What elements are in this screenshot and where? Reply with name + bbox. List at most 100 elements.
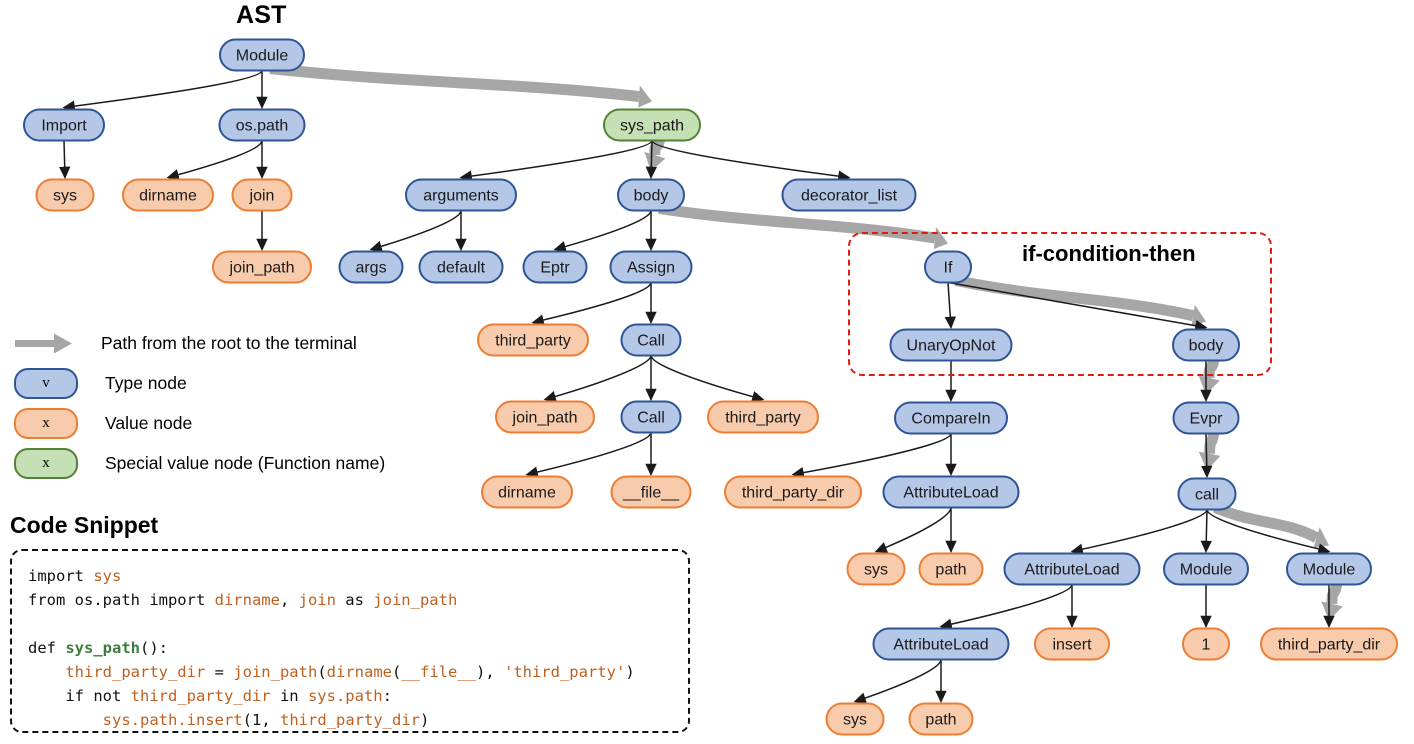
tree-edge (791, 433, 952, 479)
node-shape (872, 627, 1010, 661)
node-shape (707, 400, 819, 434)
tree-node-evpr[interactable]: Evpr (1172, 401, 1240, 435)
tree-node-module2[interactable]: Module (1163, 552, 1249, 586)
tree-node-dirname2[interactable]: dirname (481, 475, 573, 509)
tree-node-insert[interactable]: insert (1034, 627, 1110, 661)
node-shape (477, 323, 589, 357)
tree-node-if[interactable]: If (924, 250, 972, 284)
tree-node-body1[interactable]: body (617, 178, 685, 212)
tree-node-module3[interactable]: Module (1286, 552, 1372, 586)
node-label: dirname (498, 485, 556, 502)
path-highlight-head (1313, 527, 1329, 549)
legend-chip-value: x (14, 407, 78, 439)
node-label: sys_path (620, 118, 684, 135)
node-shape (231, 178, 293, 212)
tree-node-file[interactable]: __file__ (610, 475, 692, 509)
tree-node-attrload1[interactable]: AttributeLoad (882, 475, 1020, 509)
tree-node-callnode[interactable]: call (1177, 477, 1237, 511)
tree-node-dirname1[interactable]: dirname (122, 178, 214, 212)
tree-node-comparein[interactable]: CompareIn (894, 401, 1008, 435)
node-shape (1172, 401, 1240, 435)
tree-node-path3[interactable]: path (908, 702, 974, 736)
code-snippet-box: import sys from os.path import dirname, … (10, 549, 690, 733)
tree-edge (1070, 509, 1208, 555)
node-shape (23, 108, 105, 142)
node-shape (1286, 552, 1372, 586)
tree-node-assign[interactable]: Assign (609, 250, 693, 284)
tree-edge (543, 355, 652, 402)
node-shape (1034, 627, 1110, 661)
node-label: args (355, 260, 386, 277)
edge-layer (59, 70, 1335, 704)
node-shape (1172, 328, 1240, 362)
legend-row-path: Path from the root to the terminal (14, 323, 474, 363)
tree-node-joinpath2[interactable]: join_path (495, 400, 595, 434)
tree-node-one[interactable]: 1 (1182, 627, 1230, 661)
node-label: body (634, 188, 669, 205)
tree-node-thirdpartydir2[interactable]: third_party_dir (1260, 627, 1398, 661)
node-shape (889, 328, 1013, 362)
code-token: dirname (214, 591, 280, 609)
legend-label: Special value node (Function name) (105, 452, 386, 473)
node-shape (481, 475, 573, 509)
code-token: join_path (373, 591, 458, 609)
tree-edge (166, 140, 263, 181)
code-token: (): (139, 639, 168, 657)
tree-node-attrload3[interactable]: AttributeLoad (872, 627, 1010, 661)
legend-label: Type node (105, 372, 187, 393)
tree-node-arguments[interactable]: arguments (405, 178, 517, 212)
node-label: join_path (512, 410, 578, 427)
ast-title: AST (236, 1, 287, 29)
code-token: ( (317, 663, 327, 681)
tree-edge (645, 140, 657, 179)
node-shape (522, 250, 588, 284)
tree-node-ospath[interactable]: os.path (218, 108, 306, 142)
tree-node-unaryopnot[interactable]: UnaryOpNot (889, 328, 1013, 362)
code-token: third_party_dir (65, 663, 206, 681)
tree-node-joinpath1[interactable]: join_path (212, 250, 312, 284)
node-label: Assign (627, 260, 675, 277)
tree-node-decorator[interactable]: decorator_list (781, 178, 917, 212)
tree-node-eptr[interactable]: Eptr (522, 250, 588, 284)
node-label: default (437, 260, 486, 277)
node-shape (219, 38, 305, 72)
node-shape (1163, 552, 1249, 586)
node-label: arguments (423, 188, 499, 205)
tree-node-thirdparty1[interactable]: third_party (477, 323, 589, 357)
code-token: = (205, 663, 234, 681)
tree-node-syspath[interactable]: sys_path (603, 108, 701, 142)
tree-node-sys2[interactable]: sys (846, 552, 906, 586)
tree-node-module[interactable]: Module (219, 38, 305, 72)
node-shape (418, 250, 504, 284)
tree-node-path2[interactable]: path (918, 552, 984, 586)
code-token: ), (475, 663, 504, 681)
node-label: Call (637, 333, 665, 350)
node-shape (1177, 477, 1237, 511)
tree-node-default[interactable]: default (418, 250, 504, 284)
path-highlight-head (1321, 601, 1343, 621)
tree-node-sys1[interactable]: sys (35, 178, 95, 212)
node-shape (495, 400, 595, 434)
node-shape (924, 250, 972, 284)
tree-edge (650, 355, 765, 403)
node-shape (338, 250, 404, 284)
node-label: third_party (725, 410, 801, 427)
node-label: sys (53, 188, 77, 205)
tree-node-args[interactable]: args (338, 250, 404, 284)
node-label: third_party_dir (1278, 637, 1381, 654)
node-label: __file__ (622, 485, 680, 502)
tree-node-call1[interactable]: Call (620, 323, 682, 357)
tree-node-body2[interactable]: body (1172, 328, 1240, 362)
tree-node-sys3[interactable]: sys (825, 702, 885, 736)
code-token: ( (242, 711, 252, 729)
tree-node-call2[interactable]: Call (620, 400, 682, 434)
tree-node-thirdpartydir1[interactable]: third_party_dir (724, 475, 862, 509)
tree-node-thirdparty2[interactable]: third_party (707, 400, 819, 434)
tree-node-attrload2[interactable]: AttributeLoad (1003, 552, 1141, 586)
node-label: sys (864, 562, 888, 579)
tree-node-join1[interactable]: join (231, 178, 293, 212)
tree-node-import[interactable]: Import (23, 108, 105, 142)
path-highlight-head (638, 85, 652, 108)
code-token: sys.path.insert (102, 711, 243, 729)
